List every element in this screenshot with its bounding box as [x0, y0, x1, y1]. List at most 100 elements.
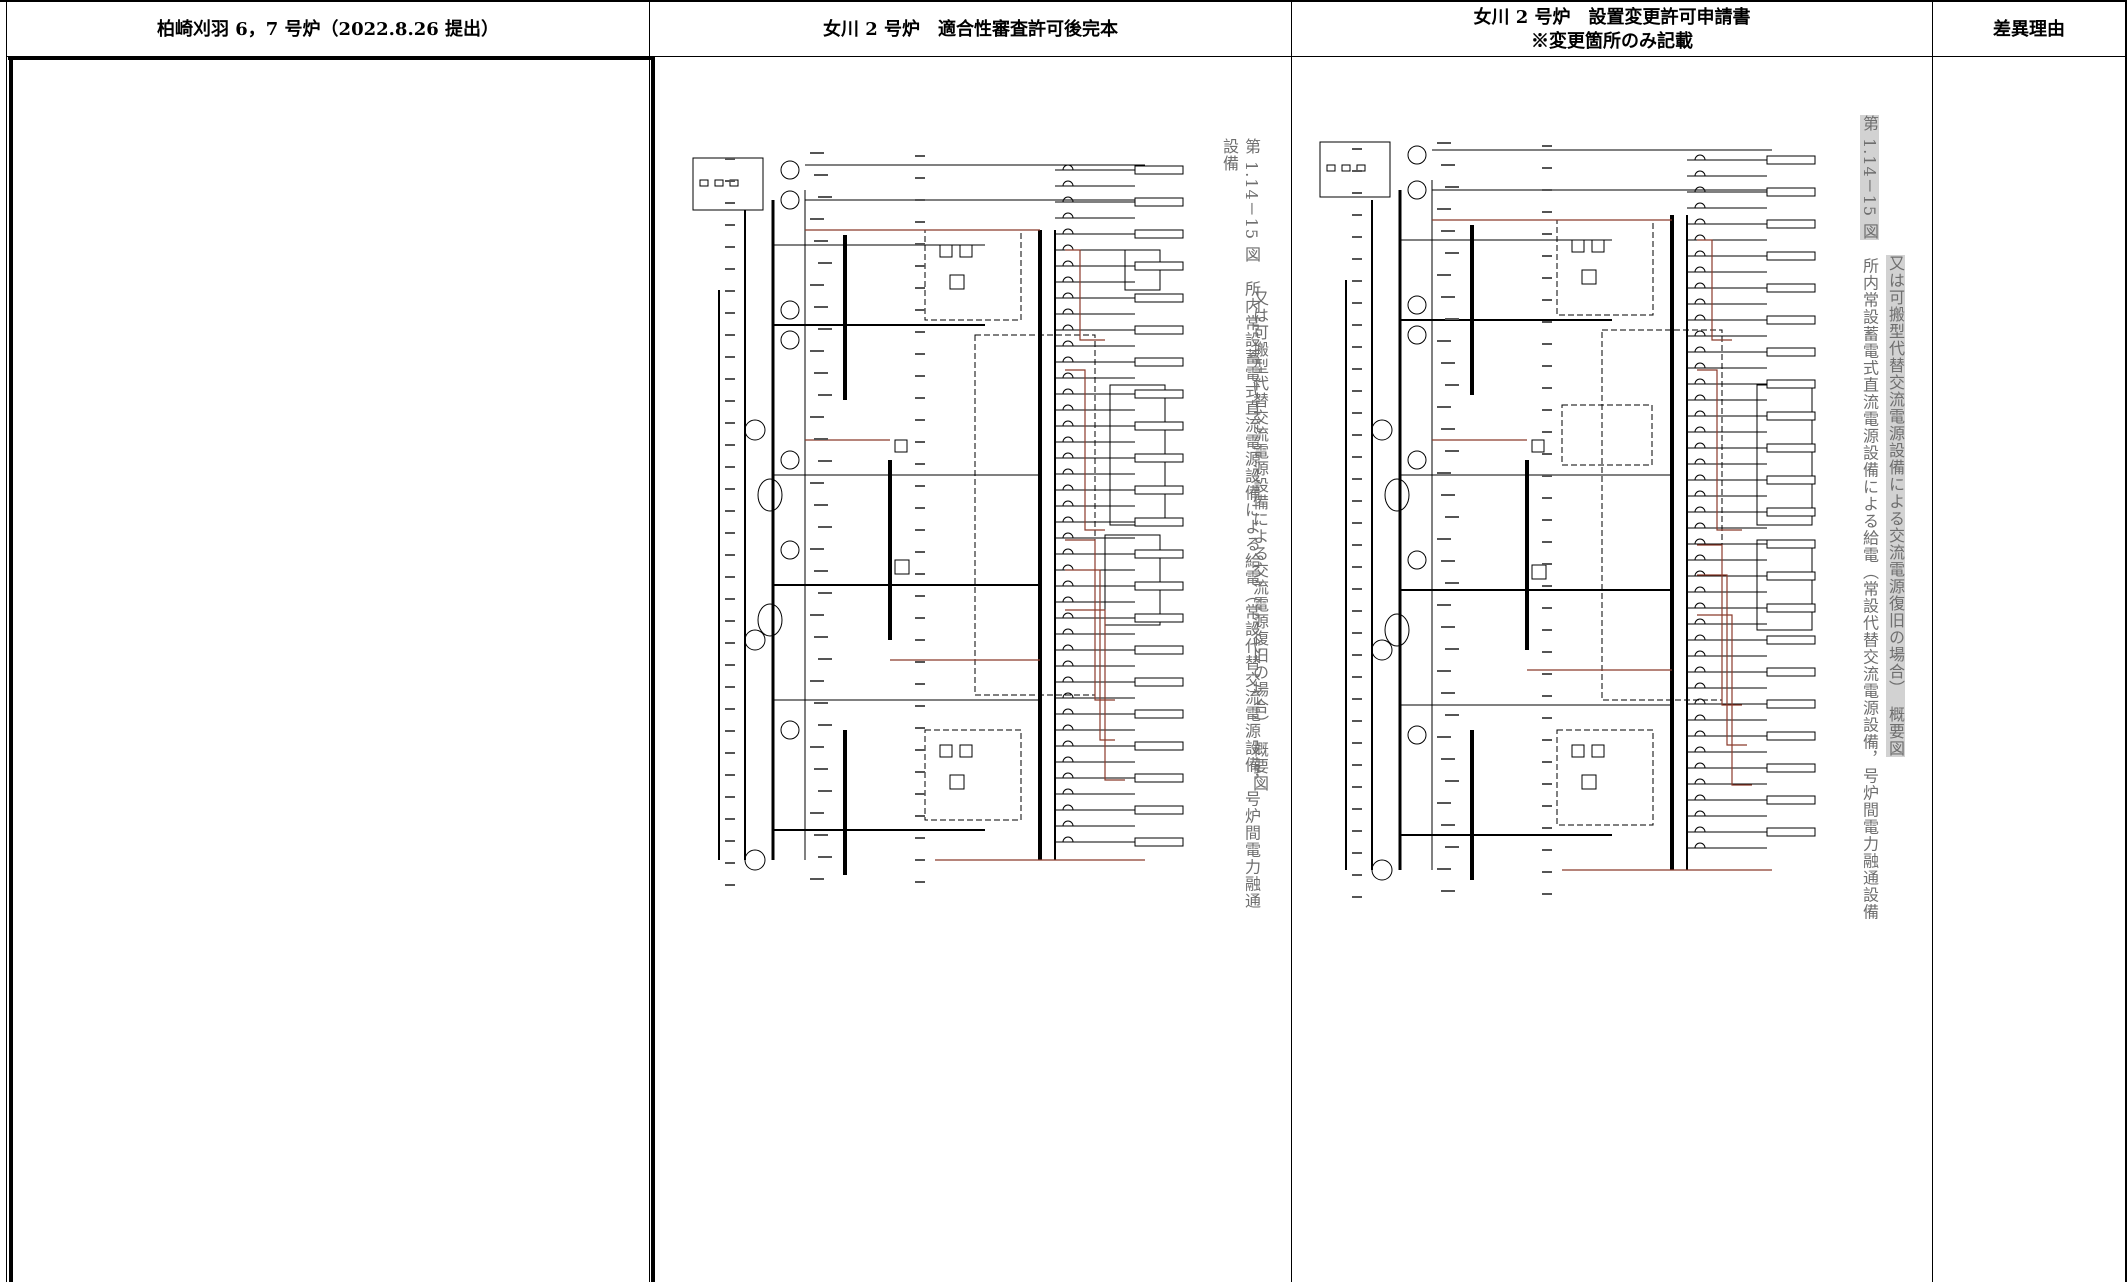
- equipment-label: [1352, 654, 1362, 656]
- load-label-box: [1766, 795, 1816, 805]
- column1-thick-right: [651, 56, 655, 1282]
- breaker-symbol: [1062, 420, 1074, 427]
- equipment-label: [1542, 871, 1552, 873]
- breaker-symbol: [1062, 836, 1074, 843]
- equipment-label: [1445, 384, 1459, 386]
- breaker-symbol: [1062, 804, 1074, 811]
- load-label-box: [1766, 699, 1816, 709]
- equipment-label: [915, 375, 925, 377]
- equipment-label: [810, 548, 824, 550]
- breaker-symbol: [1062, 292, 1074, 299]
- equipment-label: [1352, 236, 1362, 238]
- load-label-box: [1134, 357, 1184, 367]
- breaker-symbol: [1694, 506, 1706, 513]
- header-onagawa-application-line2: ※変更箇所のみ記載: [1531, 31, 1693, 52]
- breaker-symbol: [1062, 372, 1074, 379]
- equipment-label: [1542, 409, 1552, 411]
- breaker-symbol: [1062, 404, 1074, 411]
- equipment-label: [1352, 302, 1362, 304]
- load-label-box: [1134, 709, 1184, 719]
- equipment-label: [725, 620, 735, 622]
- power-supply-diagram-approved: [685, 140, 1225, 910]
- figure-number-application: 第 1.14－15 図: [1860, 115, 1879, 241]
- breaker-symbol: [1062, 756, 1074, 763]
- equipment-label: [1441, 692, 1455, 694]
- breaker-symbol: [1062, 532, 1074, 539]
- equipment-label: [915, 419, 925, 421]
- equipment-label: [1352, 500, 1362, 502]
- equipment-label: [814, 174, 828, 176]
- equipment-label: [1352, 742, 1362, 744]
- load-label-box: [1766, 667, 1816, 677]
- equipment-label: [725, 532, 735, 534]
- load-label-box: [1766, 571, 1816, 581]
- load-label-box: [1134, 741, 1184, 751]
- breaker-symbol: [1062, 244, 1074, 251]
- breaker-symbol: [1694, 298, 1706, 305]
- equipment-label: [1441, 560, 1455, 562]
- equipment-label: [1542, 695, 1552, 697]
- equipment-label: [814, 768, 828, 770]
- breaker-symbol: [1694, 618, 1706, 625]
- equipment-label: [915, 705, 925, 707]
- breaker-symbol: [1694, 346, 1706, 353]
- breaker-symbol: [1062, 564, 1074, 571]
- load-label-box: [1134, 229, 1184, 239]
- equipment-label: [814, 504, 828, 506]
- equipment-label: [1542, 321, 1552, 323]
- breaker-symbol: [1062, 164, 1074, 171]
- equipment-label: [1445, 846, 1459, 848]
- breaker-symbol: [1062, 484, 1074, 491]
- figure-caption-application: 第 1.14－15 図 所内常設蓄電式直流電源設備による給電（常設代替交流電源設…: [1858, 115, 1880, 935]
- figure-caption-application-2: 又は可搬型代替交流電源設備による交流電源復旧の場合） 概要図: [1884, 255, 1906, 855]
- equipment-label: [915, 661, 925, 663]
- breaker-symbol: [1062, 276, 1074, 283]
- equipment-label: [915, 441, 925, 443]
- equipment-label: [725, 796, 735, 798]
- breaker-symbol: [1062, 628, 1074, 635]
- equipment-label: [725, 862, 735, 864]
- equipment-label: [1352, 192, 1362, 194]
- equipment-label: [818, 460, 832, 462]
- equipment-label: [1445, 252, 1459, 254]
- equipment-label: [1352, 170, 1362, 172]
- equipment-label: [810, 152, 824, 154]
- equipment-label: [1437, 604, 1451, 606]
- load-label-box: [1766, 635, 1816, 645]
- equipment-label: [915, 815, 925, 817]
- breaker-symbol: [1694, 170, 1706, 177]
- figure-number-approved: 第 1.14－15 図: [1242, 138, 1261, 264]
- equipment-label: [1352, 874, 1362, 876]
- equipment-label: [1542, 673, 1552, 675]
- breaker-symbol: [1062, 308, 1074, 315]
- equipment-label: [725, 378, 735, 380]
- equipment-label: [1542, 761, 1552, 763]
- breaker-symbol: [1062, 740, 1074, 747]
- breaker-symbol: [1062, 612, 1074, 619]
- breaker-symbol: [1694, 730, 1706, 737]
- breaker-symbol: [1062, 708, 1074, 715]
- equipment-label: [725, 730, 735, 732]
- equipment-label: [915, 199, 925, 201]
- equipment-label: [1445, 780, 1459, 782]
- equipment-label: [1542, 453, 1552, 455]
- load-label-box: [1134, 485, 1184, 495]
- equipment-label: [1542, 585, 1552, 587]
- header-difference-reason-text: 差異理由: [1993, 19, 2065, 40]
- breaker-symbol: [1694, 394, 1706, 401]
- load-label-box: [1134, 645, 1184, 655]
- load-label-box: [1134, 517, 1184, 527]
- breaker-symbol: [1062, 452, 1074, 459]
- equipment-label: [1542, 233, 1552, 235]
- equipment-label: [1352, 280, 1362, 282]
- breaker-symbol: [1062, 260, 1074, 267]
- equipment-label: [1352, 412, 1362, 414]
- equipment-label: [915, 683, 925, 685]
- load-label-box: [1134, 261, 1184, 271]
- breaker-symbol: [1694, 634, 1706, 641]
- left-border: [6, 0, 7, 1282]
- load-label-box: [1134, 613, 1184, 623]
- breaker-symbol: [1694, 762, 1706, 769]
- breaker-symbol: [1062, 436, 1074, 443]
- load-label-box: [1134, 453, 1184, 463]
